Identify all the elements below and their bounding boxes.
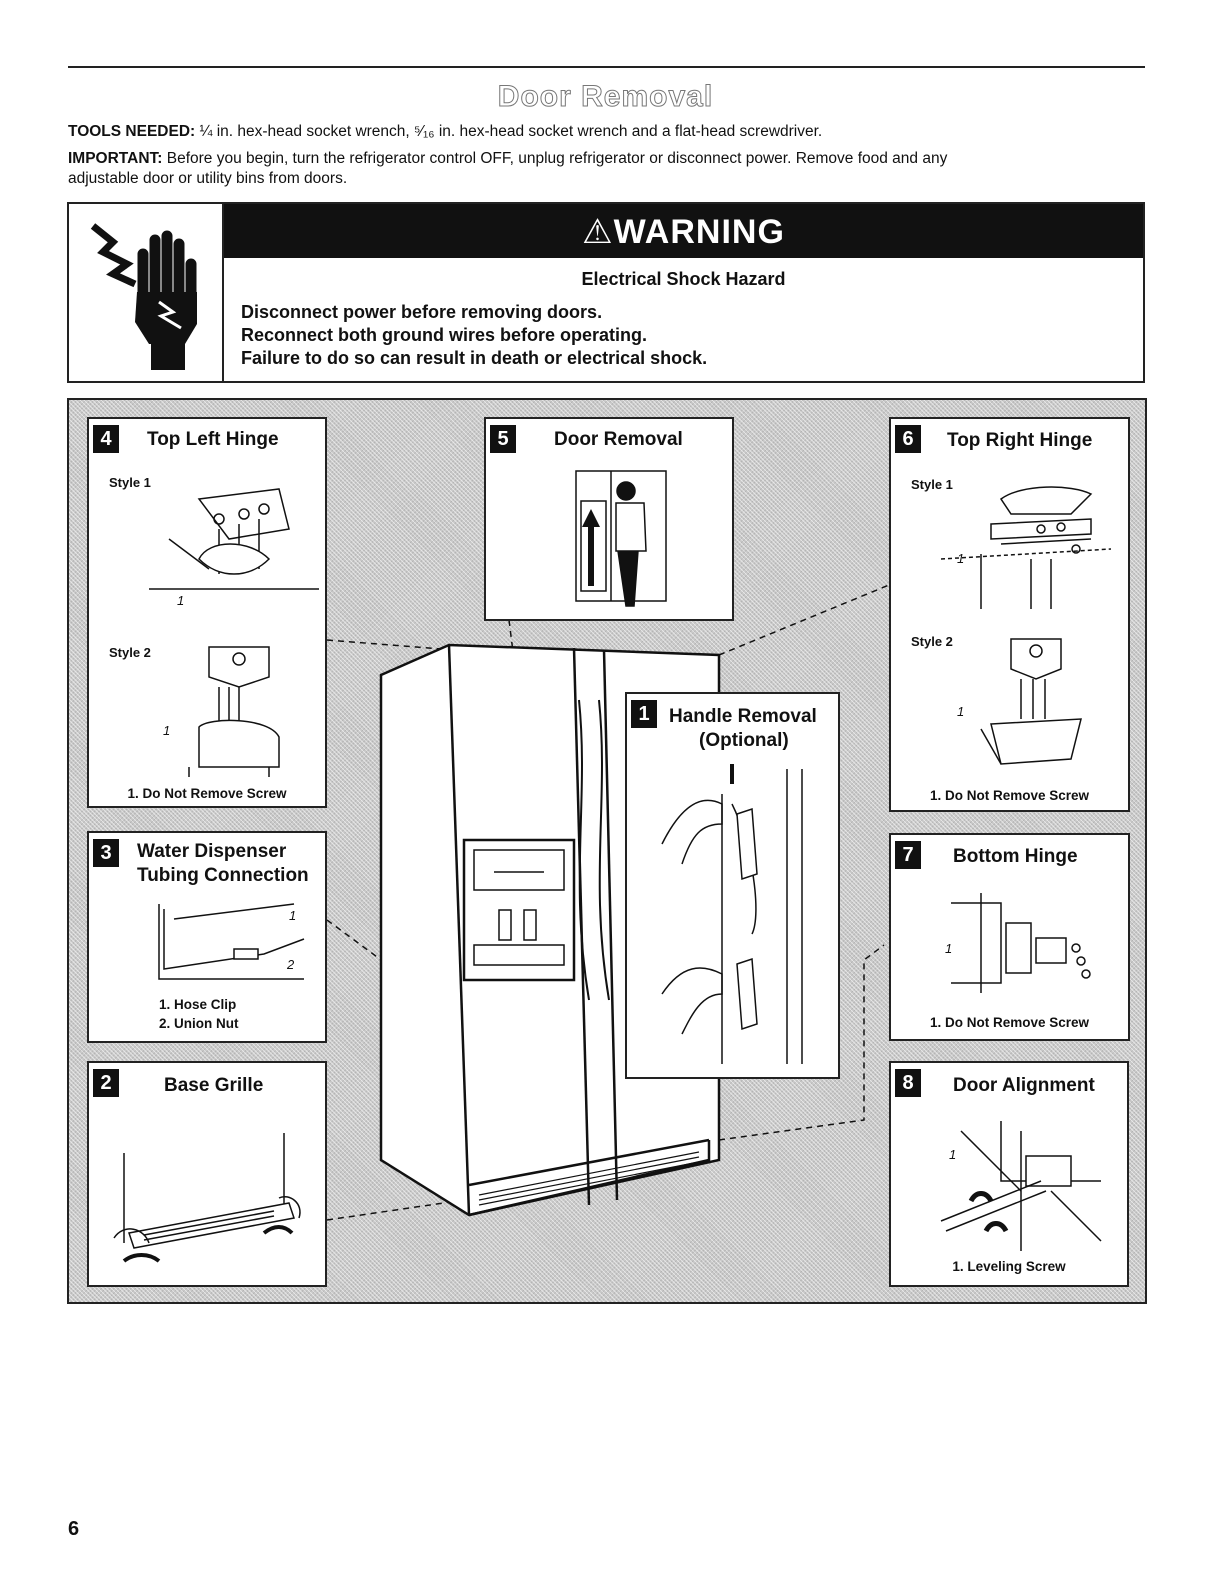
panel-top-right-hinge: 6 Top Right Hinge Style 1 1 Style 2 [889, 417, 1130, 812]
door-removal-drawing [575, 470, 667, 607]
panel-handle-removal: 1 Handle Removal (Optional) [625, 692, 840, 1079]
handle-removal-drawing [661, 764, 803, 1064]
callout-1-style1: 1 [177, 593, 185, 608]
top-right-hinge-style1-drawing [940, 486, 1112, 609]
top-left-hinge-style1-drawing [149, 488, 319, 590]
warning-line-2: Reconnect both ground wires before opera… [241, 325, 648, 345]
panel-door-removal: 5 Door Removal [484, 417, 734, 621]
warning-banner: ⚠WARNING [224, 204, 1143, 258]
tools-text: ¼ in. hex-head socket wrench, ⁵⁄₁₆ in. h… [199, 123, 823, 140]
step-number-1: 1 [631, 700, 657, 728]
panel-title-optional: (Optional) [699, 730, 789, 751]
panel-title-top-left-hinge: Top Left Hinge [147, 429, 279, 450]
panel-title-door-removal: Door Removal [554, 429, 683, 450]
step-number-6: 6 [895, 425, 921, 453]
panel-title-water-dispenser: Water Dispenser [137, 841, 287, 862]
callout-1-leveling: 1 [949, 1147, 957, 1162]
important-line: IMPORTANT: Before you begin, turn the re… [68, 149, 947, 168]
panel-door-alignment: 8 Door Alignment 1 1. Leveling Screw [889, 1061, 1129, 1287]
warning-line-3: Failure to do so can result in death or … [241, 348, 708, 368]
caption-do-not-remove-screw-left: 1. Do Not Remove Screw [127, 786, 287, 801]
panel-top-left-hinge: 4 Top Left Hinge Style 1 1 Style 2 [87, 417, 327, 808]
panel-title-base-grille: Base Grille [164, 1075, 264, 1096]
page-title: Door Removal [497, 80, 714, 114]
step-number-2: 2 [93, 1069, 119, 1097]
caption-do-not-remove-screw-right: 1. Do Not Remove Screw [929, 788, 1090, 803]
callout-2-union-nut: 2 [287, 957, 295, 972]
door-alignment-drawing [940, 1121, 1102, 1251]
panel-title-bottom-hinge: Bottom Hinge [953, 846, 1078, 867]
panel-water-dispenser: 3 Water Dispenser Tubing Connection 1 2 … [87, 831, 327, 1043]
base-grille-drawing [113, 1133, 301, 1263]
step-number-3: 3 [93, 839, 119, 867]
callout-1-bottom-hinge: 1 [945, 941, 953, 956]
caption-union-nut: 2. Union Nut [159, 1016, 239, 1031]
callout-1-style2: 1 [163, 723, 171, 738]
panel-title-top-right-hinge: Top Right Hinge [947, 430, 1093, 451]
top-rule [68, 66, 1145, 68]
step-number-8: 8 [895, 1069, 921, 1097]
important-label: IMPORTANT: [68, 150, 163, 167]
caption-leveling-screw: 1. Leveling Screw [952, 1259, 1066, 1274]
panel-title-tubing-connection: Tubing Connection [137, 865, 309, 886]
step-number-7: 7 [895, 841, 921, 869]
style-2-label: Style 2 [109, 645, 151, 660]
panel-base-grille: 2 Base Grille [87, 1061, 327, 1287]
step-number-5: 5 [490, 425, 516, 453]
top-right-hinge-style2-drawing [980, 638, 1082, 765]
callout-1-right-style2: 1 [957, 704, 965, 719]
style-1-label: Style 1 [109, 475, 151, 490]
bottom-hinge-drawing [951, 893, 1091, 993]
panel-title-handle-removal: Handle Removal [669, 706, 817, 727]
step-number-4: 4 [93, 425, 119, 453]
warning-icon-cell [69, 204, 224, 381]
caption-hose-clip: 1. Hose Clip [159, 997, 237, 1012]
warning-line-1: Disconnect power before removing doors. [241, 302, 603, 322]
important-line-2: adjustable door or utility bins from doo… [68, 170, 348, 187]
tools-needed-line: TOOLS NEEDED: ¼ in. hex-head socket wren… [68, 122, 822, 141]
style-1-label-right: Style 1 [911, 477, 953, 492]
diagram-area: 4 Top Left Hinge Style 1 1 Style 2 [67, 398, 1147, 1304]
page-number: 6 [68, 1518, 80, 1540]
warning-box: ⚠WARNING Electrical Shock Hazard Disconn… [67, 202, 1145, 383]
electrical-shock-hand-icon [90, 223, 197, 370]
warning-subtitle: Electrical Shock Hazard [581, 269, 786, 289]
panel-bottom-hinge: 7 Bottom Hinge 1 1. Do Not Remove Screw [889, 833, 1130, 1041]
style-2-label-right: Style 2 [911, 634, 953, 649]
water-dispenser-drawing [158, 903, 305, 980]
panel-title-door-alignment: Door Alignment [953, 1075, 1095, 1096]
callout-1-hose-clip: 1 [289, 908, 297, 923]
important-text-1: Before you begin, turn the refrigerator … [166, 150, 948, 167]
tools-label: TOOLS NEEDED: [68, 123, 196, 140]
top-left-hinge-style2-drawing [188, 646, 280, 777]
caption-do-not-remove-screw-bottom: 1. Do Not Remove Screw [929, 1015, 1090, 1030]
callout-1-right-style1: 1 [957, 551, 965, 566]
